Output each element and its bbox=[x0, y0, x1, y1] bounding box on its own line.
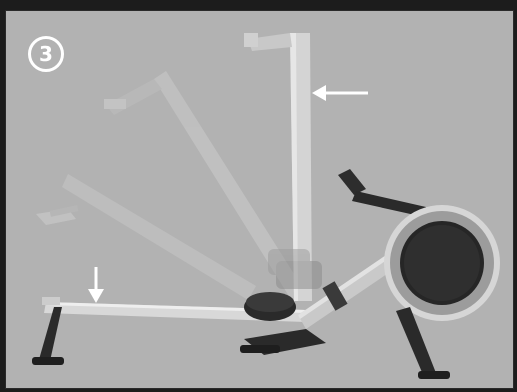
direction-arrow-down bbox=[88, 267, 104, 303]
rail-ghost-low bbox=[36, 174, 256, 300]
flywheel bbox=[384, 205, 500, 379]
seat-ghosts bbox=[268, 249, 322, 289]
direction-arrow-left bbox=[312, 85, 368, 101]
handle bbox=[338, 169, 426, 217]
footrest-base bbox=[240, 329, 326, 355]
seat bbox=[244, 292, 296, 321]
illustration-frame: 3 bbox=[5, 10, 514, 389]
rowing-machine-illustration bbox=[6, 11, 513, 388]
